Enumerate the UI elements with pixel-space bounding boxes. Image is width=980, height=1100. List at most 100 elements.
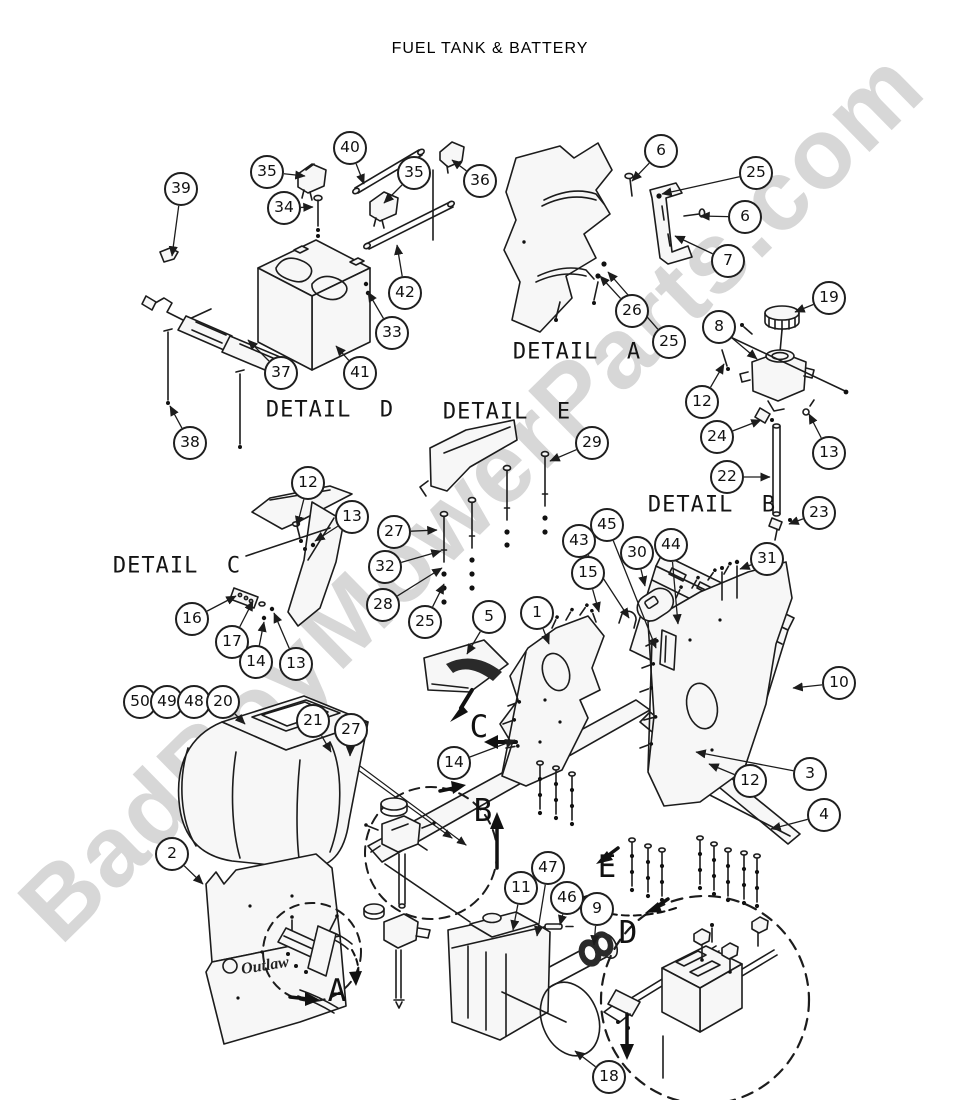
callout-bubble[interactable]: 3 bbox=[793, 757, 827, 791]
callout-bubble[interactable]: 6 bbox=[644, 134, 678, 168]
callout-bubble[interactable]: 30 bbox=[620, 536, 654, 570]
callout-bubble[interactable]: 27 bbox=[334, 713, 368, 747]
callout-bubble[interactable]: 32 bbox=[368, 550, 402, 584]
callout-number: 44 bbox=[661, 535, 681, 554]
callout-number: 38 bbox=[180, 433, 200, 452]
callout-bubble[interactable]: 12 bbox=[291, 466, 325, 500]
callout-number: 17 bbox=[222, 632, 242, 651]
callout-bubble[interactable]: 50 bbox=[123, 685, 157, 719]
fuel-valve-bubble bbox=[262, 786, 498, 1009]
callout-bubble[interactable]: 39 bbox=[164, 172, 198, 206]
callout-bubble[interactable]: 25 bbox=[408, 605, 442, 639]
battery-detail-bubble bbox=[599, 894, 811, 1100]
callout-bubble[interactable]: 1 bbox=[520, 596, 554, 630]
callout-number: 18 bbox=[599, 1067, 619, 1086]
callout-number: 5 bbox=[484, 607, 494, 626]
callout-bubble[interactable]: 9 bbox=[580, 892, 614, 926]
callout-bubble[interactable]: 12 bbox=[733, 764, 767, 798]
callout-number: 6 bbox=[740, 207, 750, 226]
callout-bubble[interactable]: 40 bbox=[333, 131, 367, 165]
callout-bubble[interactable]: 12 bbox=[685, 385, 719, 419]
detail-label: DETAIL C bbox=[112, 553, 242, 579]
callout-bubble[interactable]: 14 bbox=[437, 746, 471, 780]
callout-bubble[interactable]: 13 bbox=[279, 647, 313, 681]
callout-bubble[interactable]: 25 bbox=[739, 156, 773, 190]
callout-number: 42 bbox=[395, 283, 415, 302]
callout-number: 12 bbox=[740, 771, 760, 790]
callout-number: 41 bbox=[350, 363, 370, 382]
detail-a-bracket-assembly bbox=[503, 142, 706, 333]
callout-number: 9 bbox=[592, 899, 602, 918]
callout-bubble[interactable]: 5 bbox=[472, 600, 506, 634]
callout-bubble[interactable]: 8 bbox=[702, 310, 736, 344]
callout-bubble[interactable]: 23 bbox=[802, 496, 836, 530]
callout-number: 8 bbox=[714, 317, 724, 336]
callout-bubble[interactable]: 6 bbox=[728, 200, 762, 234]
callout-bubble[interactable]: 34 bbox=[267, 191, 301, 225]
callout-bubble[interactable]: 41 bbox=[343, 356, 377, 390]
callout-number: 21 bbox=[303, 711, 323, 730]
callout-number: 48 bbox=[184, 692, 204, 711]
callout-number: 31 bbox=[757, 549, 777, 568]
callout-bubble[interactable]: 42 bbox=[388, 276, 422, 310]
callout-bubble[interactable]: 44 bbox=[654, 528, 688, 562]
callout-number: 36 bbox=[470, 171, 490, 190]
callout-bubble[interactable]: 37 bbox=[264, 356, 298, 390]
roll-pin-46 bbox=[544, 923, 574, 930]
callout-bubble[interactable]: 31 bbox=[750, 542, 784, 576]
callout-bubble[interactable]: 24 bbox=[700, 420, 734, 454]
callout-number: 39 bbox=[171, 179, 191, 198]
callout-bubble[interactable]: 4 bbox=[807, 798, 841, 832]
callout-number: 14 bbox=[444, 753, 464, 772]
callout-number: 43 bbox=[569, 531, 589, 550]
section-letter: B bbox=[473, 793, 493, 829]
callout-bubble[interactable]: 7 bbox=[711, 244, 745, 278]
callout-bubble[interactable]: 15 bbox=[571, 556, 605, 590]
detail-label: DETAIL E bbox=[442, 399, 572, 425]
fuel-filter-30 bbox=[636, 587, 675, 622]
callout-bubble[interactable]: 25 bbox=[652, 325, 686, 359]
callout-number: 12 bbox=[692, 392, 712, 411]
callout-number: 32 bbox=[375, 557, 395, 576]
callout-bubble[interactable]: 14 bbox=[239, 645, 273, 679]
callout-bubble[interactable]: 45 bbox=[590, 508, 624, 542]
callout-number: 10 bbox=[829, 673, 849, 692]
callout-bubble[interactable]: 18 bbox=[592, 1060, 626, 1094]
callout-number: 12 bbox=[298, 473, 318, 492]
detail-label: DETAIL D bbox=[265, 397, 395, 423]
callout-bubble[interactable]: 33 bbox=[375, 316, 409, 350]
callout-bubble[interactable]: 28 bbox=[366, 588, 400, 622]
callout-bubble[interactable]: 20 bbox=[206, 685, 240, 719]
callout-bubble[interactable]: 29 bbox=[575, 426, 609, 460]
callout-number: 22 bbox=[717, 467, 737, 486]
callout-bubble[interactable]: 21 bbox=[296, 704, 330, 738]
callout-number: 13 bbox=[342, 507, 362, 526]
callout-bubble[interactable]: 13 bbox=[335, 500, 369, 534]
callout-bubble[interactable]: 47 bbox=[531, 851, 565, 885]
callout-bubble[interactable]: 19 bbox=[812, 281, 846, 315]
callout-bubble[interactable]: 22 bbox=[710, 460, 744, 494]
callout-number: 37 bbox=[271, 363, 291, 382]
callout-bubble[interactable]: 2 bbox=[155, 837, 189, 871]
callout-bubble[interactable]: 27 bbox=[377, 515, 411, 549]
callout-bubble[interactable]: 35 bbox=[250, 155, 284, 189]
callout-bubble[interactable]: 10 bbox=[822, 666, 856, 700]
callout-number: 27 bbox=[384, 522, 404, 541]
callout-bubble[interactable]: 46 bbox=[550, 881, 584, 915]
callout-bubble[interactable]: 49 bbox=[150, 685, 184, 719]
callout-bubble[interactable]: 35 bbox=[397, 156, 431, 190]
callout-bubble[interactable]: 38 bbox=[173, 426, 207, 460]
frame-assembly bbox=[339, 553, 801, 923]
callout-bubble[interactable]: 11 bbox=[504, 871, 538, 905]
section-letter: A bbox=[327, 973, 347, 1009]
callout-number: 33 bbox=[382, 323, 402, 342]
callout-bubble[interactable]: 13 bbox=[812, 436, 846, 470]
callout-bubble[interactable]: 26 bbox=[615, 294, 649, 328]
detail-e-bracket-bolts bbox=[419, 419, 550, 605]
callout-number: 45 bbox=[597, 515, 617, 534]
callout-number: 50 bbox=[130, 692, 150, 711]
callout-number: 47 bbox=[538, 858, 558, 877]
callout-bubble[interactable]: 16 bbox=[175, 602, 209, 636]
callout-number: 49 bbox=[157, 692, 177, 711]
callout-bubble[interactable]: 36 bbox=[463, 164, 497, 198]
